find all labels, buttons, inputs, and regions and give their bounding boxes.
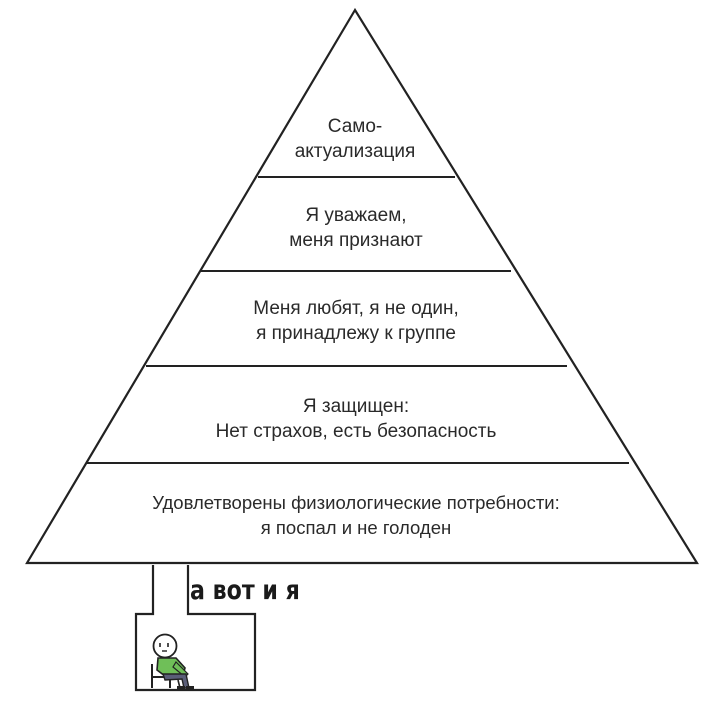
- level-2-line-2: меня признают: [289, 230, 423, 251]
- basement-outline: [134, 565, 257, 692]
- level-4-line-2: Нет страхов, есть безопасность: [215, 421, 497, 442]
- level-3-line-2: я принадлежу к группе: [256, 323, 456, 344]
- level-2-line-1: Я уважаем,: [305, 205, 407, 226]
- level-1-label: Само- актуализация: [255, 114, 455, 164]
- pyramid-outline: [25, 7, 699, 565]
- level-3-label: Меня любят, я не один, я принадлежу к гр…: [186, 296, 526, 346]
- level-5-line-2: я поспал и не голоден: [260, 517, 452, 538]
- level-1-line-2: актуализация: [294, 141, 416, 162]
- level-4-line-1: Я защищен:: [302, 396, 410, 417]
- basement-caption: а вот и я: [190, 575, 300, 606]
- level-1-line-1: Само-: [327, 116, 383, 137]
- level-3-line-1: Меня любят, я не один,: [253, 298, 459, 319]
- sitting-stickman-icon: [151, 633, 194, 689]
- level-5-line-1: Удовлетворены физиологические потребност…: [152, 492, 560, 513]
- level-4-label: Я защищен: Нет страхов, есть безопасност…: [146, 394, 566, 444]
- level-5-label: Удовлетворены физиологические потребност…: [56, 490, 656, 540]
- level-2-label: Я уважаем, меня признают: [216, 203, 496, 253]
